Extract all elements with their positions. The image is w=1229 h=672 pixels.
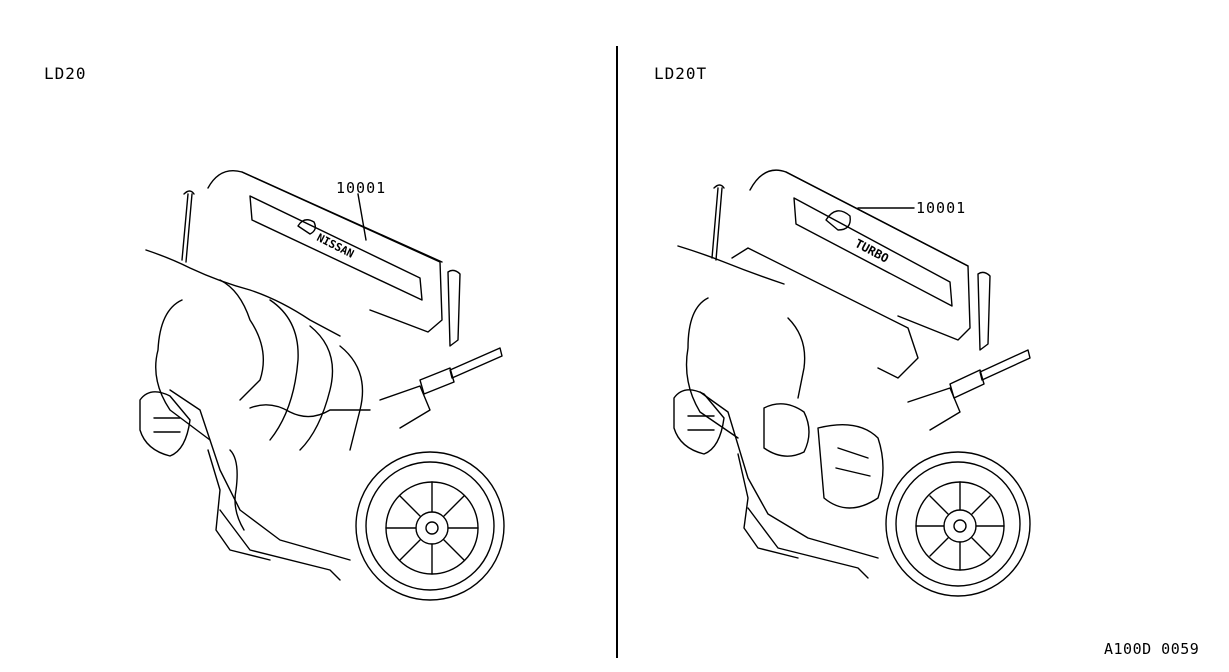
intake-manifold xyxy=(732,248,918,378)
part-callout-ld20t: 10001 xyxy=(916,199,967,217)
variant-label-ld20: LD20 xyxy=(44,64,87,83)
cylinder-block xyxy=(687,298,739,438)
rocker-cover xyxy=(750,170,970,340)
engine-illustration-ld20t: TURBO xyxy=(668,158,1048,608)
exhaust-manifold xyxy=(220,280,263,400)
turbocharger xyxy=(764,404,809,456)
front-shaft xyxy=(980,350,1030,380)
starter-motor xyxy=(674,390,724,454)
oil-pan xyxy=(220,510,340,580)
variant-label-ld20t: LD20T xyxy=(654,64,708,83)
rocker-cover xyxy=(208,171,442,332)
oil-cap xyxy=(298,220,315,234)
lifting-eye xyxy=(978,272,990,350)
dipstick xyxy=(712,185,724,260)
cylinder-block xyxy=(156,300,210,440)
front-shaft xyxy=(450,348,502,378)
engine-illustration-ld20: NISSAN xyxy=(130,150,520,610)
part-callout-ld20: 10001 xyxy=(336,179,387,197)
oil-pan xyxy=(748,508,868,578)
panel-divider xyxy=(616,46,618,658)
oil-cap xyxy=(826,211,850,230)
flywheel xyxy=(886,452,1030,596)
figure-code: A100D 0059 xyxy=(1104,640,1200,658)
flywheel xyxy=(356,452,504,600)
lifting-eye xyxy=(448,270,460,346)
dipstick xyxy=(182,191,194,262)
wire-harness xyxy=(678,246,784,284)
wire-harness xyxy=(146,250,340,336)
nameplate-ld20: NISSAN xyxy=(315,231,356,261)
starter-motor xyxy=(140,392,190,456)
callout-leader-ld20 xyxy=(358,194,366,240)
